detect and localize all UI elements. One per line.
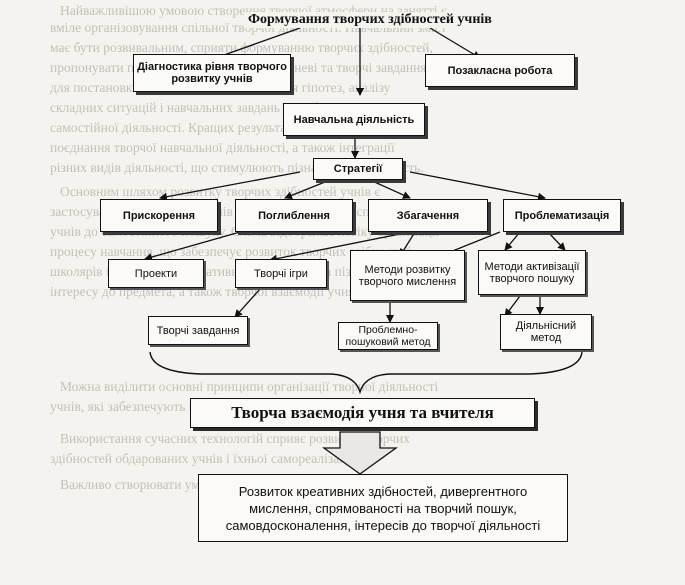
creative-tasks-box: Творчі завдання xyxy=(148,316,248,345)
method-creative-games-box: Творчі ігри xyxy=(235,259,327,288)
diagram-title: Формування творчих здібностей учнів xyxy=(244,12,552,28)
strategy-enrichment-box: Збагачення xyxy=(368,199,488,232)
learning-activity-box: Навчальна діяльність xyxy=(283,103,425,136)
activity-method-box: Діяльнісний метод xyxy=(500,314,592,350)
method-projects-box: Проекти xyxy=(108,259,204,288)
problem-search-method-box: Проблемно-пошуковий метод xyxy=(338,322,438,350)
result-box: Розвиток креативних здібностей, диверген… xyxy=(198,474,568,542)
method-search-activation-box: Методи активізації творчого пошуку xyxy=(478,250,586,295)
creative-interaction-box: Творча взаємодія учня та вчителя xyxy=(190,398,535,428)
strategy-deepening-box: Поглиблення xyxy=(235,199,353,232)
strategy-acceleration-box: Прискорення xyxy=(100,199,218,232)
strategy-problematization-box: Проблематизація xyxy=(503,199,621,232)
diagnostics-box: Діагностика рівня творчого розвитку учні… xyxy=(133,54,291,92)
extracurricular-box: Позакласна робота xyxy=(425,54,575,87)
method-creative-thinking-box: Методи розвитку творчого мислення xyxy=(350,250,465,301)
strategies-box: Стратегії xyxy=(313,158,403,180)
